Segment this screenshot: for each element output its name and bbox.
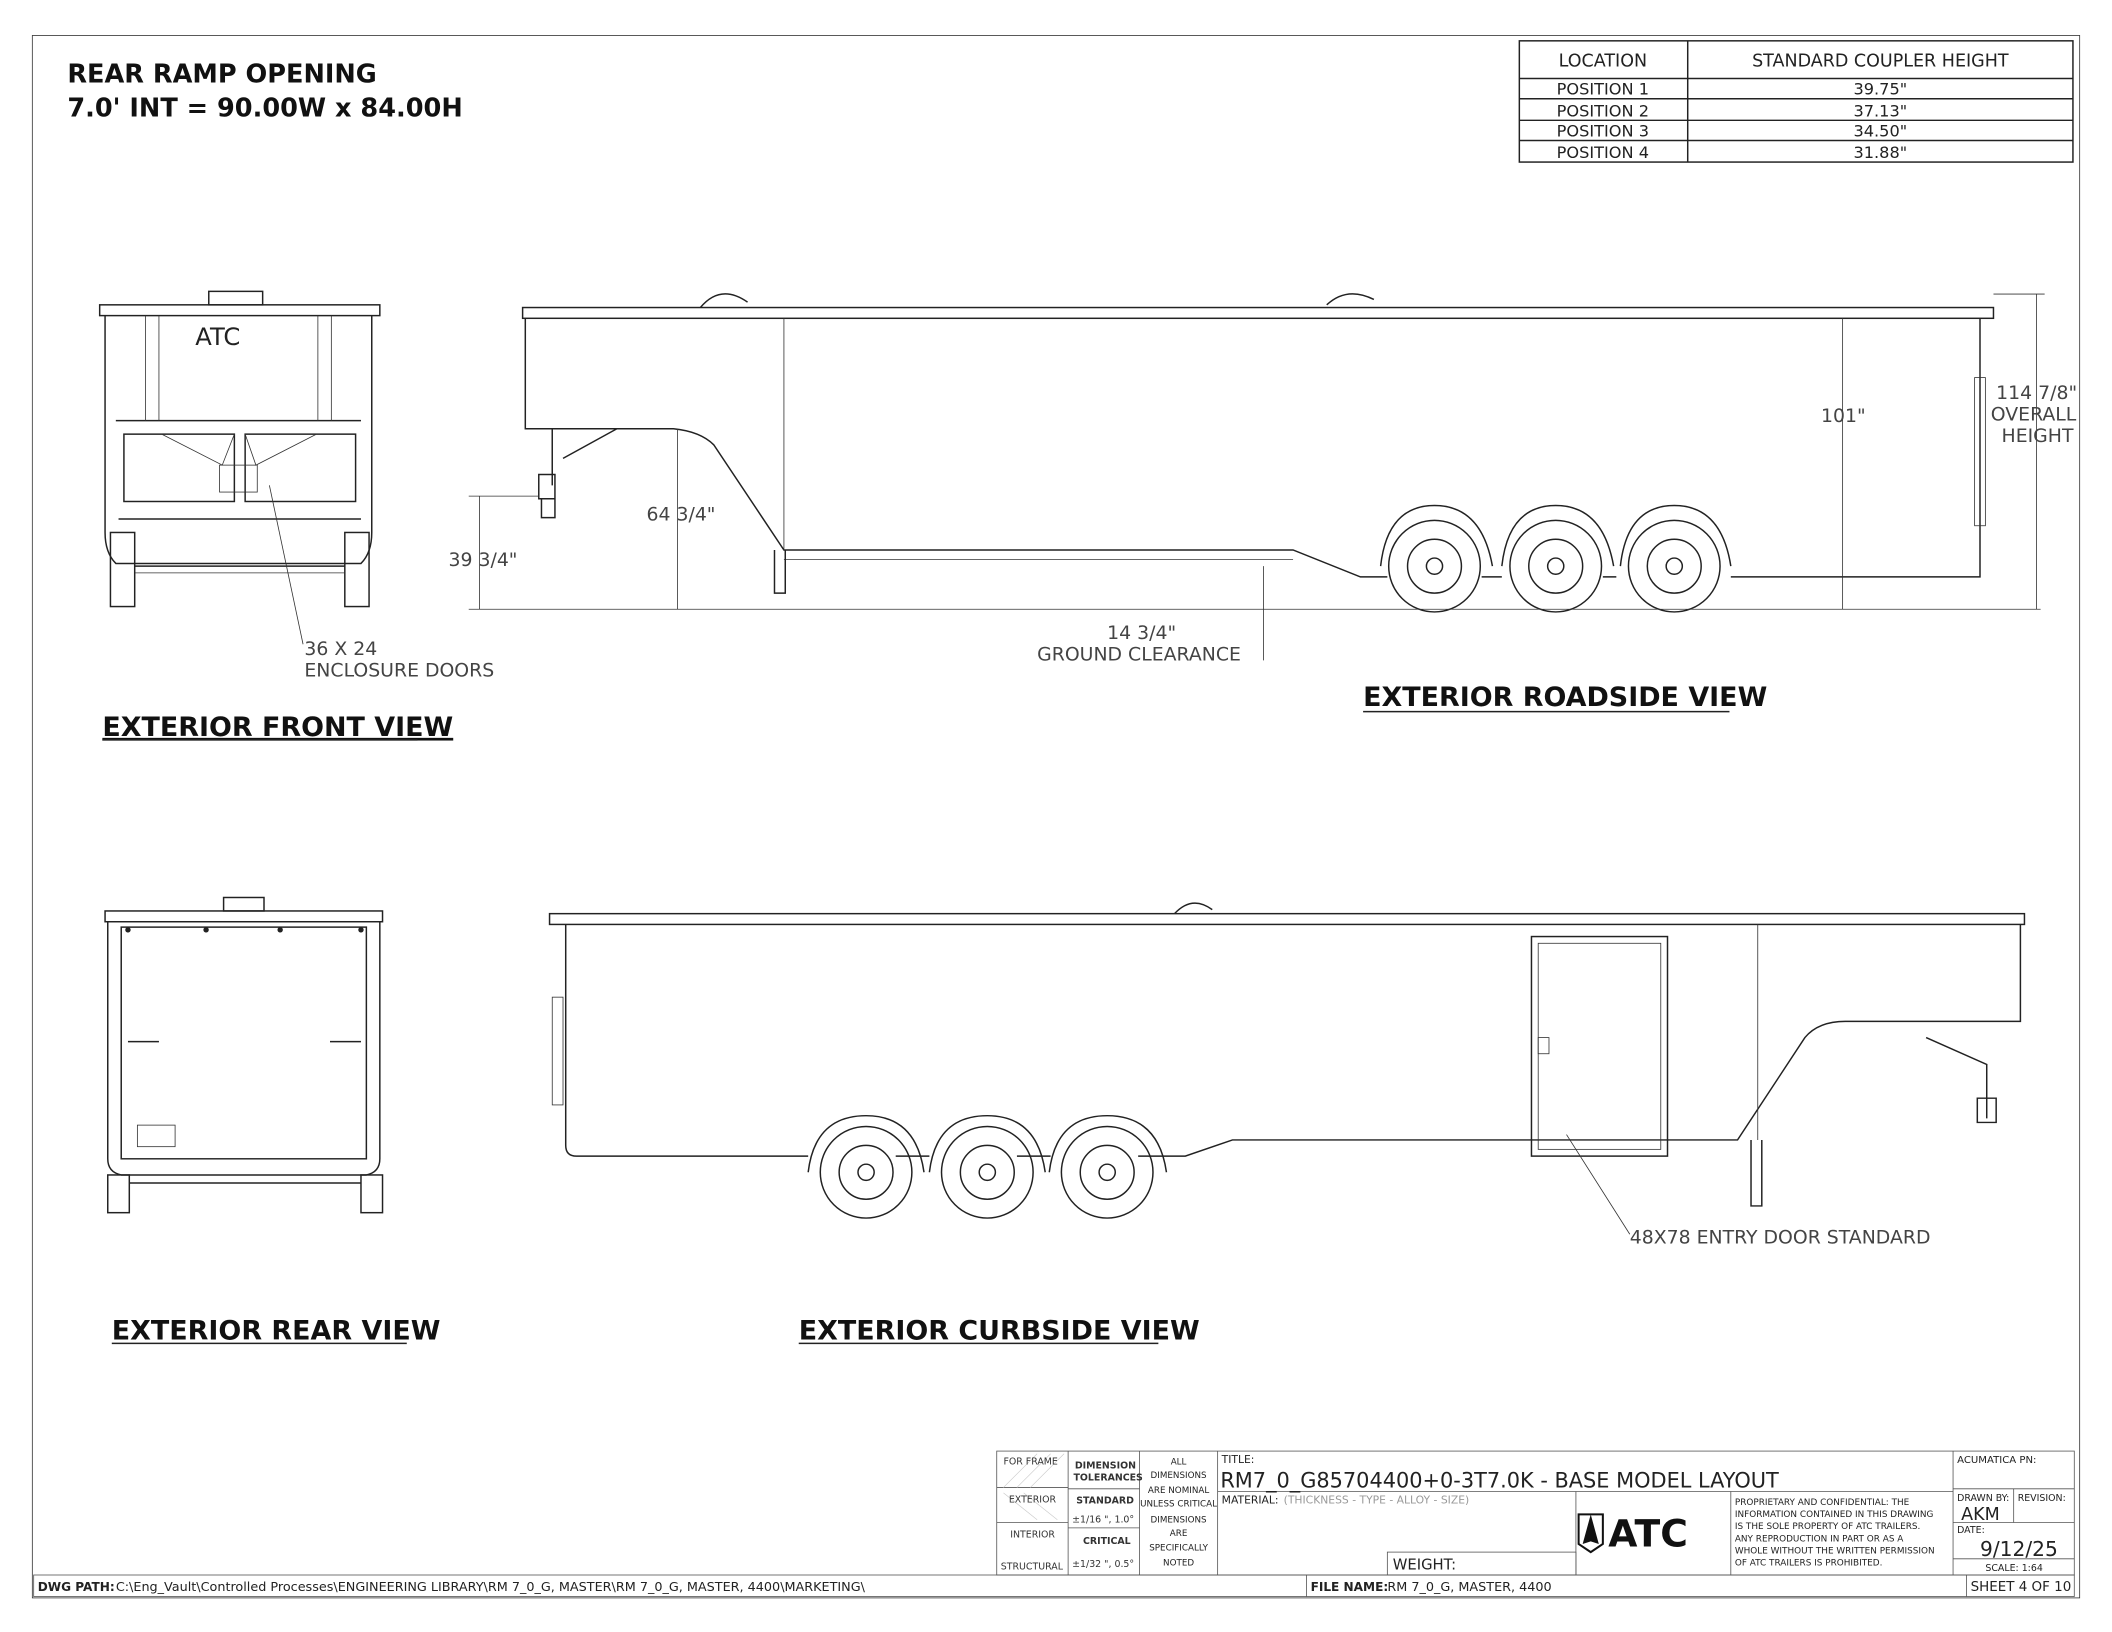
tb-dwg-path-label: DWG PATH: (38, 1580, 115, 1594)
tb-proprietary-line: ANY REPRODUCTION IN PART OR AS A (1735, 1534, 1904, 1544)
tb-title-label: TITLE: (1221, 1453, 1255, 1466)
rear-view-drawing (104, 896, 384, 1214)
table-cell-height: 34.50" (1853, 121, 1907, 140)
curbside-view-drawing (548, 902, 2026, 1235)
tb-acumatica-label: ACUMATICA PN: (1957, 1455, 2036, 1466)
header-line-1: REAR RAMP OPENING (67, 60, 376, 90)
tb-revision-label: REVISION: (2018, 1493, 2066, 1504)
tb-date-label: DATE: (1957, 1525, 1985, 1536)
tb-date: 9/12/25 (1980, 1537, 2058, 1561)
tb-interior: INTERIOR (1010, 1529, 1055, 1540)
tb-title: RM7_0_G85704400+0-3T7.0K - BASE MODEL LA… (1220, 1468, 1779, 1493)
dim-overall-height-2: OVERALL (1991, 405, 2077, 426)
tb-for-frame: FOR FRAME (1003, 1457, 1057, 1468)
tb-note-line: UNLESS CRITICAL (1140, 1499, 1217, 1509)
tb-file-name-label: FILE NAME: (1311, 1580, 1389, 1594)
tb-proprietary-line: PROPRIETARY AND CONFIDENTIAL: THE (1735, 1498, 1910, 1508)
front-view-logo: ATC (195, 322, 240, 351)
curbside-view-title: EXTERIOR CURBSIDE VIEW (799, 1315, 1200, 1346)
tb-proprietary-line: WHOLE WITHOUT THE WRITTEN PERMISSION (1735, 1546, 1935, 1556)
table-cell-height: 31.88" (1853, 143, 1907, 162)
front-view-title: EXTERIOR FRONT VIEW (102, 712, 453, 743)
header-line-2: 7.0' INT = 90.00W x 84.00H (67, 93, 462, 123)
title-block (33, 1450, 2075, 1597)
tb-standard-value: ±1/16 ", 1.0° (1072, 1514, 1134, 1525)
tb-note-line: SPECIFICALLY (1149, 1544, 1208, 1554)
tb-critical-value: ±1/32 ", 0.5° (1072, 1559, 1134, 1570)
table-row: POSITION 1 39.75" (1557, 80, 1907, 99)
front-callout-line-1: 36 X 24 (304, 639, 377, 660)
tb-note-line: ALL (1171, 1458, 1187, 1468)
tb-scale: SCALE: 1:64 (1985, 1563, 2042, 1574)
tb-proprietary-line: IS THE SOLE PROPERTY OF ATC TRAILERS. (1735, 1522, 1921, 1532)
table-row: POSITION 2 37.13" (1557, 101, 1907, 120)
tb-file-name: RM 7_0_G, MASTER, 4400 (1387, 1580, 1551, 1595)
table-cell-location: POSITION 4 (1557, 143, 1649, 162)
table-cell-location: POSITION 2 (1557, 101, 1649, 120)
tb-note-line: DIMENSIONS (1151, 1471, 1208, 1481)
tb-tol-header-1: DIMENSION (1075, 1461, 1136, 1472)
tb-weight-label: WEIGHT: (1393, 1557, 1456, 1574)
front-view-drawing (98, 290, 381, 645)
table-row: POSITION 3 34.50" (1557, 121, 1907, 140)
tb-dwg-path: C:\Eng_Vault\Controlled Processes\ENGINE… (116, 1580, 866, 1595)
dim-interior-height: 101" (1821, 406, 1866, 427)
tb-standard: STANDARD (1076, 1496, 1134, 1507)
tb-tol-header-2: TOLERANCES (1074, 1473, 1144, 1484)
table-row: POSITION 4 31.88" (1557, 143, 1907, 162)
tb-note-line: ARE (1170, 1529, 1188, 1539)
tb-note-line: NOTED (1163, 1559, 1194, 1569)
tb-note-line: DIMENSIONS (1151, 1515, 1208, 1525)
roadside-view-drawing (468, 293, 2045, 661)
sheet-border (31, 35, 2081, 1599)
dim-neck-height: 64 3/4" (647, 504, 716, 525)
tb-note-line: ARE NOMINAL (1148, 1486, 1209, 1496)
tb-proprietary-notice: PROPRIETARY AND CONFIDENTIAL: THE INFORM… (1735, 1498, 1935, 1569)
entry-door-callout: 48X78 ENTRY DOOR STANDARD (1630, 1228, 1931, 1249)
dim-overall-height-1: 114 7/8" (1996, 383, 2077, 404)
tb-structural: STRUCTURAL (1001, 1562, 1064, 1573)
tb-exterior: EXTERIOR (1009, 1494, 1057, 1505)
table-cell-location: POSITION 3 (1557, 121, 1649, 140)
table-cell-location: POSITION 1 (1557, 80, 1649, 99)
table-cell-height: 39.75" (1853, 80, 1907, 99)
tb-material-label: MATERIAL: (1222, 1494, 1279, 1507)
tb-critical: CRITICAL (1083, 1536, 1131, 1547)
dim-ground-clearance-2: GROUND CLEARANCE (1037, 644, 1241, 665)
tb-drawn-by: AKM (1961, 1505, 2000, 1525)
tb-material-hint: (THICKNESS - TYPE - ALLOY - SIZE) (1284, 1494, 1470, 1507)
tb-tolerance-note: ALL DIMENSIONS ARE NOMINAL UNLESS CRITIC… (1140, 1458, 1217, 1569)
tb-proprietary-line: OF ATC TRAILERS IS PROHIBITED. (1735, 1559, 1883, 1569)
tb-sheet: SHEET 4 OF 10 (1971, 1580, 2072, 1595)
rear-view-title: EXTERIOR REAR VIEW (112, 1315, 441, 1346)
tb-drawn-by-label: DRAWN BY: (1957, 1493, 2009, 1504)
table-header-location: LOCATION (1559, 51, 1647, 71)
table-cell-height: 37.13" (1853, 101, 1907, 120)
tb-logo: ATC (1608, 1512, 1688, 1556)
front-callout-line-2: ENCLOSURE DOORS (304, 661, 494, 682)
tb-proprietary-line: INFORMATION CONTAINED IN THIS DRAWING (1735, 1510, 1934, 1520)
dim-coupler-height: 39 3/4" (449, 550, 518, 571)
coupler-height-table: LOCATION STANDARD COUPLER HEIGHT POSITIO… (1518, 40, 2074, 163)
table-header-height: STANDARD COUPLER HEIGHT (1752, 51, 2009, 71)
dim-ground-clearance-1: 14 3/4" (1107, 623, 1176, 644)
dim-overall-height-3: HEIGHT (2002, 426, 2074, 447)
roadside-view-title: EXTERIOR ROADSIDE VIEW (1363, 682, 1767, 713)
